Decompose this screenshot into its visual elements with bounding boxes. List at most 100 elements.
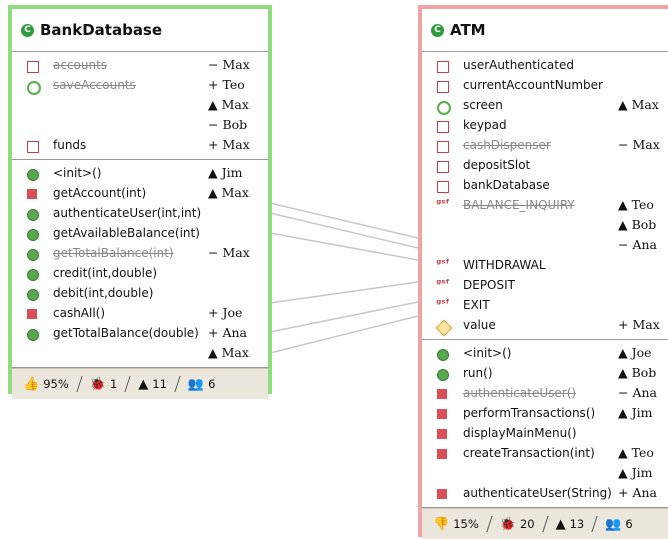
member-row[interactable]: getTotalBalance(int)− Max	[12, 244, 268, 264]
author-tag: ▲ Teo	[618, 445, 654, 460]
author-tag: ▲ Max	[208, 345, 249, 360]
bankdatabase-footer: 👍 95% 🐞 1 ▲ 11 👥 6	[12, 368, 268, 399]
author-tag: + Max	[208, 137, 250, 152]
atm-class-box[interactable]: C ATM userAuthenticated currentAccountNum…	[418, 5, 668, 539]
member-name: getAccount(int)	[53, 186, 147, 200]
rating-value: 15%	[453, 517, 479, 531]
private-field-icon	[437, 181, 449, 193]
member-row[interactable]: debit(int,double)	[12, 284, 268, 304]
member-row[interactable]: depositSlot	[422, 156, 668, 176]
member-name: depositSlot	[463, 158, 531, 172]
member-row[interactable]: cashAll()+ Joe	[12, 304, 268, 324]
member-row[interactable]: getAccount(int)▲ Max	[12, 184, 268, 204]
member-row[interactable]: bankDatabase	[422, 176, 668, 196]
private-field-icon	[437, 61, 449, 73]
member-row[interactable]: cashDispenser− Max	[422, 136, 668, 156]
author-tag: + Max	[618, 317, 660, 332]
class-icon: C	[431, 23, 444, 37]
member-row[interactable]: funds+ Max	[12, 136, 268, 156]
author-tag: ▲ Max	[208, 97, 249, 112]
public-method-icon	[27, 229, 39, 241]
author-tag: − Ana	[618, 385, 657, 400]
public-method-icon	[27, 209, 39, 221]
member-row[interactable]: value+ Max	[422, 316, 668, 337]
member-row[interactable]: getAvailableBalance(int)	[12, 224, 268, 244]
atm-header[interactable]: C ATM	[422, 9, 668, 52]
bugs-value: 1	[109, 377, 118, 391]
member-row[interactable]: credit(int,double)	[12, 264, 268, 284]
dependency-line	[269, 202, 419, 239]
member-name: authenticateUser(String)	[463, 486, 612, 500]
footer-separator	[486, 516, 493, 532]
member-name: keypad	[463, 118, 507, 132]
author-row: ▲ Max	[12, 96, 268, 116]
users-metric: 👥 6	[599, 517, 639, 532]
member-name: accounts	[53, 58, 108, 72]
rating-metric: 👎 15%	[427, 517, 485, 532]
dependency-line	[269, 212, 419, 249]
public-method-icon	[27, 169, 39, 181]
member-row[interactable]: <init>()▲ Joe	[422, 344, 668, 364]
member-name: userAuthenticated	[463, 58, 574, 72]
dependency-line	[269, 232, 419, 261]
member-row[interactable]: saveAccounts+ Teo	[12, 76, 268, 96]
member-row[interactable]: currentAccountNumber	[422, 76, 668, 96]
public-method-icon	[437, 349, 449, 361]
changes-metric: ▲ 11	[132, 377, 173, 392]
bankdatabase-header[interactable]: C BankDatabase	[12, 9, 268, 52]
private-field-icon	[437, 141, 449, 153]
author-tag: + Ana	[208, 325, 247, 340]
thumbs-up-icon: 👍	[23, 376, 40, 392]
changes-value: 11	[152, 377, 167, 391]
author-tag: ▲ Jim	[618, 465, 653, 480]
private-method-icon	[437, 449, 447, 459]
member-name: credit(int,double)	[53, 266, 158, 280]
member-row[interactable]: authenticateUser(String)+ Ana	[422, 484, 668, 504]
bankdatabase-title: BankDatabase	[40, 21, 163, 39]
member-row[interactable]: createTransaction(int)▲ Teo	[422, 444, 668, 464]
users-metric: 👥 6	[182, 377, 222, 392]
member-row[interactable]: authenticateUser() − Ana	[422, 384, 668, 404]
dependency-line	[269, 301, 419, 333]
author-tag: − Ana	[618, 237, 657, 252]
author-tag: + Teo	[208, 77, 245, 92]
author-row: − Bob	[12, 116, 268, 136]
footer-separator	[174, 376, 181, 392]
author-row: − Ana	[422, 236, 668, 256]
users-icon: 👥	[187, 376, 205, 392]
private-method-icon	[27, 309, 37, 319]
bug-icon: 🐞	[89, 376, 106, 392]
author-row: ▲ Max	[12, 344, 268, 364]
member-name: performTransactions()	[463, 406, 596, 420]
atm-title: ATM	[450, 21, 486, 39]
private-field-icon	[27, 141, 39, 153]
member-row[interactable]: authenticateUser(int,int)	[12, 204, 268, 224]
public-field-icon	[437, 101, 451, 115]
dependency-line	[269, 281, 419, 304]
member-name: <init>()	[463, 346, 512, 360]
member-row[interactable]: displayMainMenu()	[422, 424, 668, 444]
member-name: run()	[463, 366, 493, 380]
class-icon: C	[21, 23, 34, 37]
member-name: authenticateUser()	[463, 386, 577, 400]
member-row[interactable]: keypad	[422, 116, 668, 136]
bug-icon: 🐞	[499, 516, 516, 532]
member-row[interactable]: run()▲ Bob	[422, 364, 668, 384]
atm-fields: userAuthenticated currentAccountNumber scr…	[422, 52, 668, 340]
member-row[interactable]: accounts− Max	[12, 56, 268, 76]
member-name: currentAccountNumber	[463, 78, 603, 92]
member-row[interactable]: getTotalBalance(double)+ Ana	[12, 324, 268, 344]
member-row[interactable]: screen▲ Max	[422, 96, 668, 116]
member-row[interactable]: performTransactions()▲ Jim	[422, 404, 668, 424]
dependency-line	[269, 315, 419, 354]
member-row[interactable]: userAuthenticated	[422, 56, 668, 76]
author-row: ▲ Bob	[422, 216, 668, 236]
member-row[interactable]: <init>()▲ Jim	[12, 164, 268, 184]
bugs-metric: 🐞 20	[494, 517, 541, 532]
